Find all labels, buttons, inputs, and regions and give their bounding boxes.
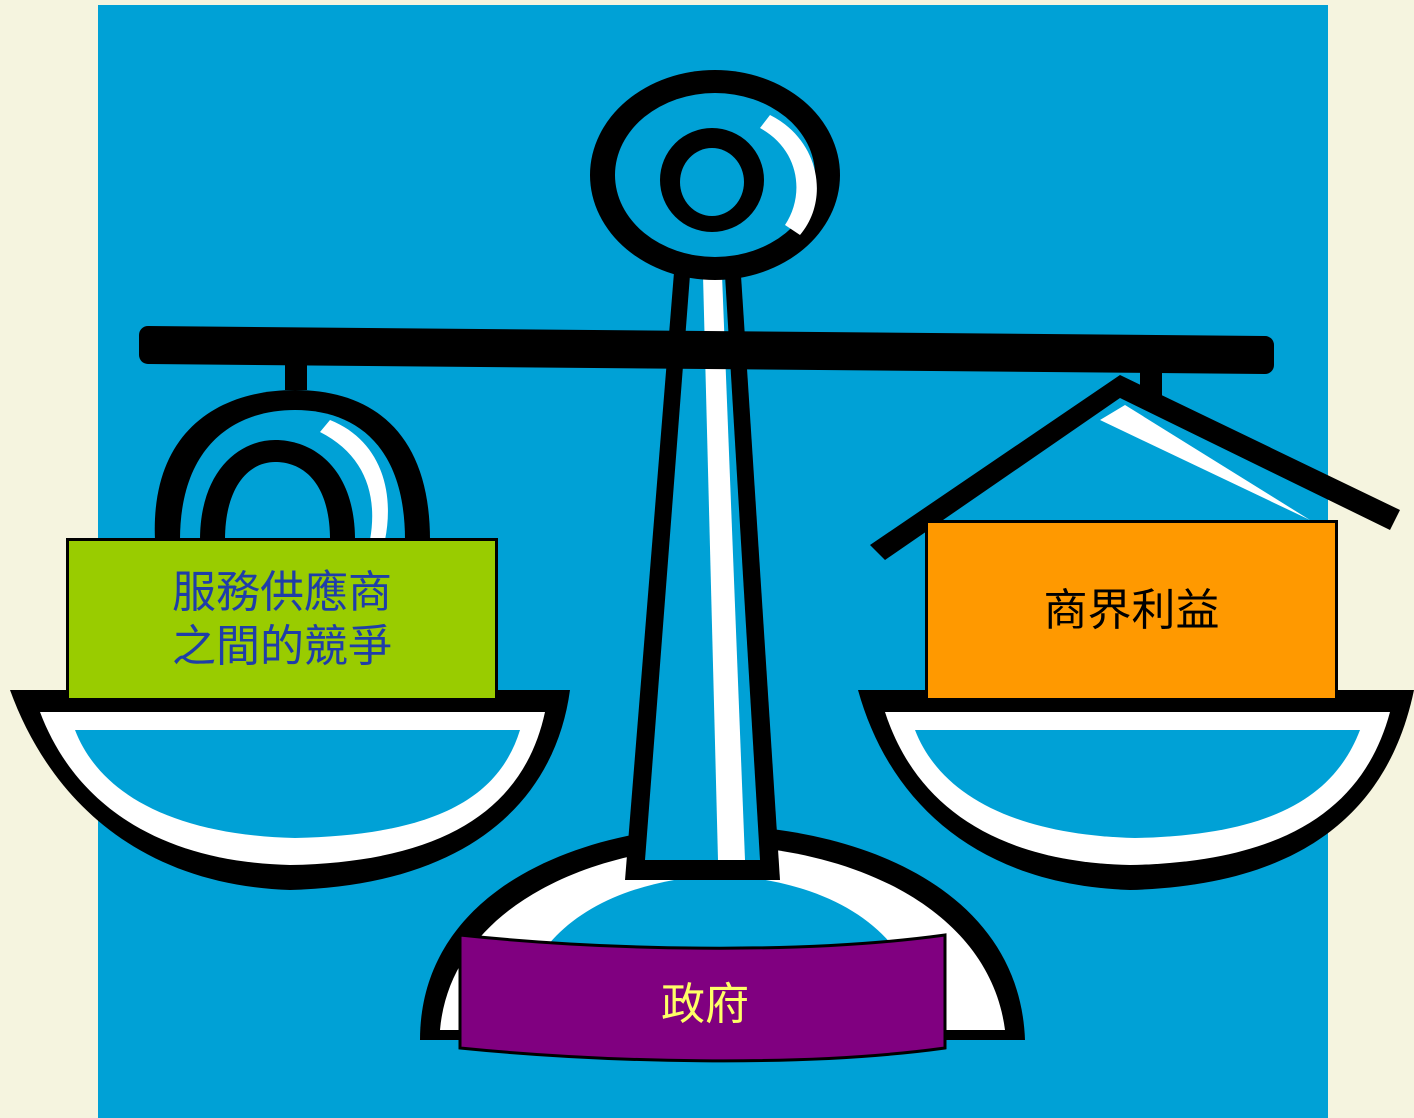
scale-beam <box>139 326 1274 400</box>
business-interests-label: 商界利益 <box>1043 584 1220 636</box>
scale-top-ring <box>590 70 840 280</box>
left-scale-pan <box>10 690 570 890</box>
house-weight-icon <box>870 375 1400 560</box>
competition-label-box: 服務供應商 之間的競爭 <box>66 538 498 701</box>
kettlebell-icon <box>154 390 430 540</box>
competition-label-line-2: 之間的競爭 <box>172 620 392 672</box>
scale-column <box>625 260 780 880</box>
competition-label-line-1: 服務供應商 <box>172 566 392 618</box>
business-interests-label-box: 商界利益 <box>925 520 1338 701</box>
government-banner <box>458 933 947 1063</box>
right-scale-pan <box>858 690 1414 890</box>
government-label: 政府 <box>661 979 749 1030</box>
